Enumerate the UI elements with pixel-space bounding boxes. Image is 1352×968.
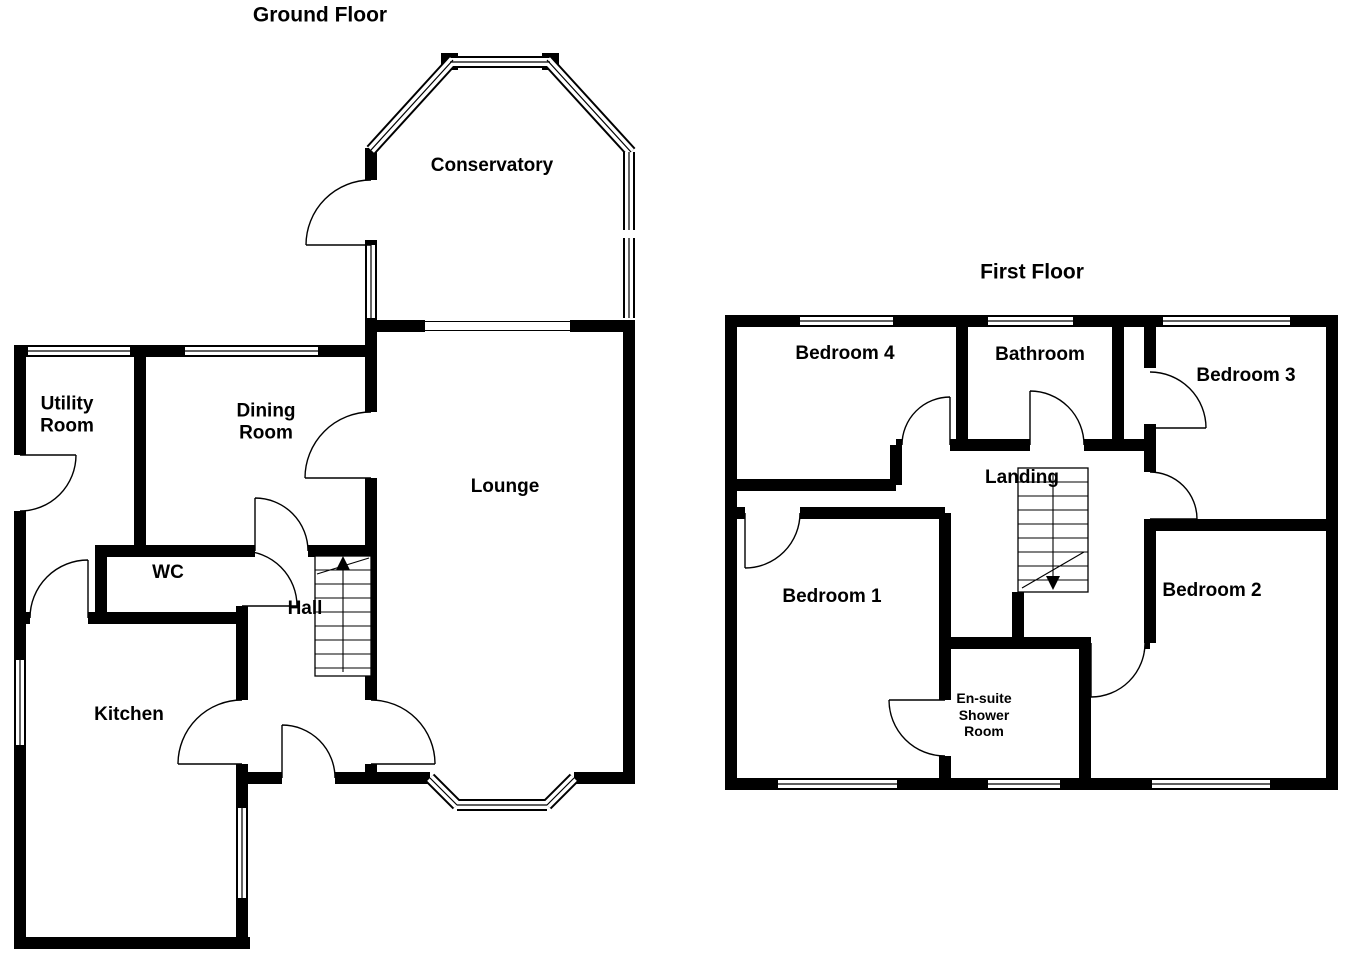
room-label-dining-room: Dining Room — [236, 400, 296, 444]
room-label-bathroom: Bathroom — [995, 343, 1085, 365]
lounge-conservatory-opening — [425, 320, 570, 332]
door-swings — [19, 179, 1207, 779]
ground-floor-stairs — [314, 555, 372, 677]
first-floor-stairs — [1017, 467, 1089, 593]
windows — [20, 60, 1290, 898]
room-label-bedroom-2: Bedroom 2 — [1162, 579, 1262, 601]
room-label-wc: WC — [152, 561, 184, 583]
ground-floor-walls — [14, 53, 635, 949]
room-label-bedroom-3: Bedroom 3 — [1196, 364, 1296, 386]
room-label-landing: Landing — [985, 466, 1059, 488]
room-label-bedroom-4: Bedroom 4 — [795, 342, 895, 364]
room-label-ensuite: En-suite Shower Room — [956, 690, 1012, 740]
room-label-kitchen: Kitchen — [94, 703, 164, 725]
room-label-lounge: Lounge — [470, 475, 540, 497]
ground-floor-title: Ground Floor — [252, 3, 388, 27]
room-label-hall: Hall — [287, 597, 323, 619]
room-label-conservatory: Conservatory — [430, 154, 554, 176]
room-label-utility-room: Utility Room — [40, 393, 94, 437]
first-floor-title: First Floor — [980, 260, 1084, 284]
room-label-bedroom-1: Bedroom 1 — [782, 585, 882, 607]
